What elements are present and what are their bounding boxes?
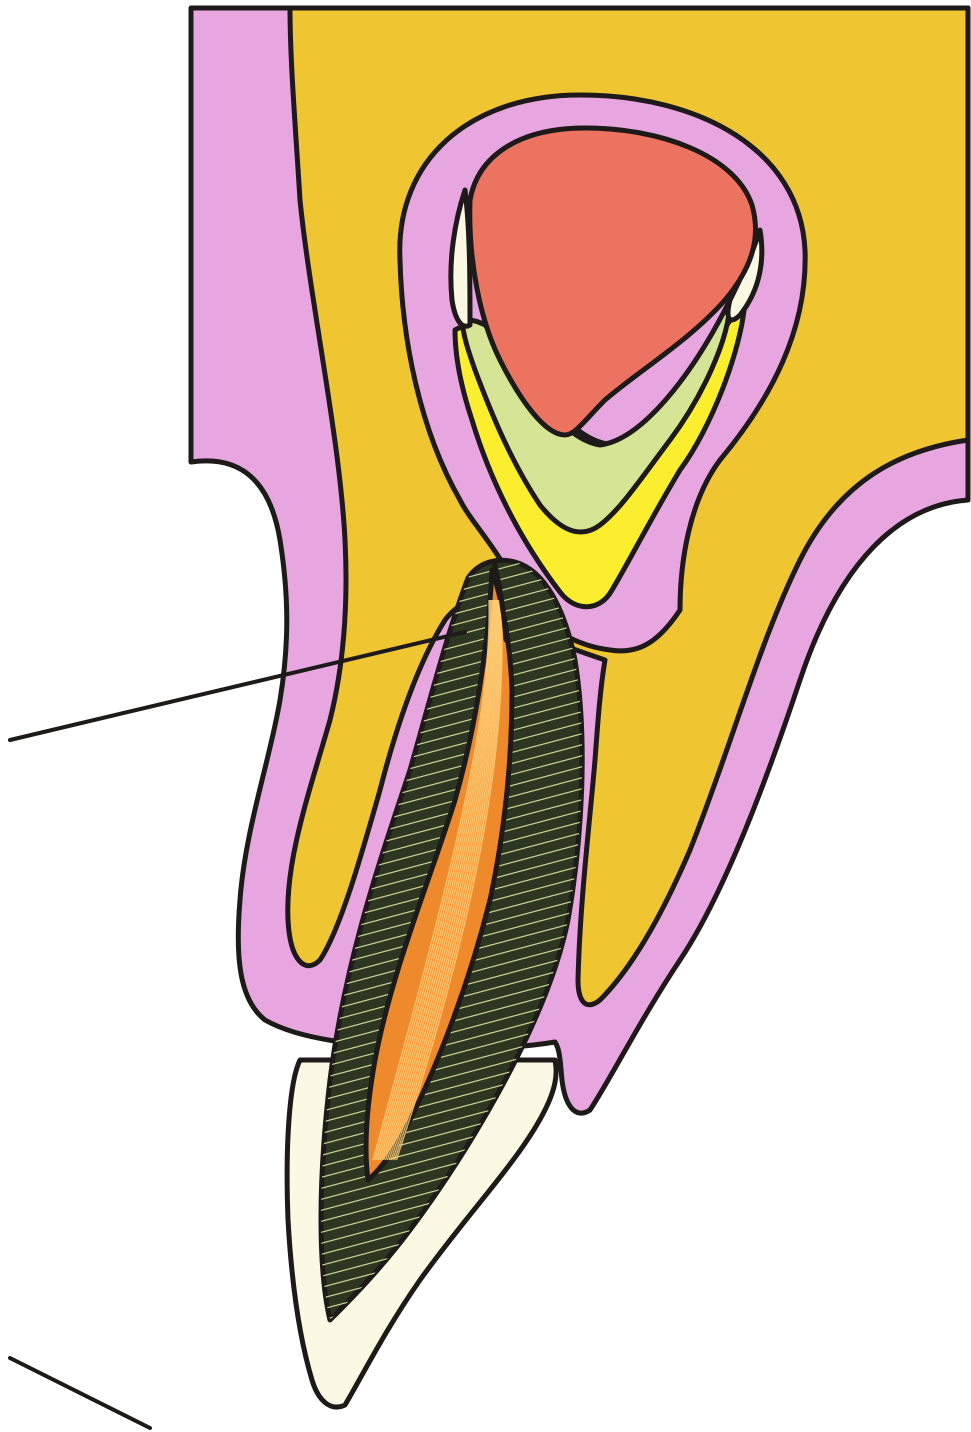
tooth-diagram bbox=[0, 0, 971, 1432]
